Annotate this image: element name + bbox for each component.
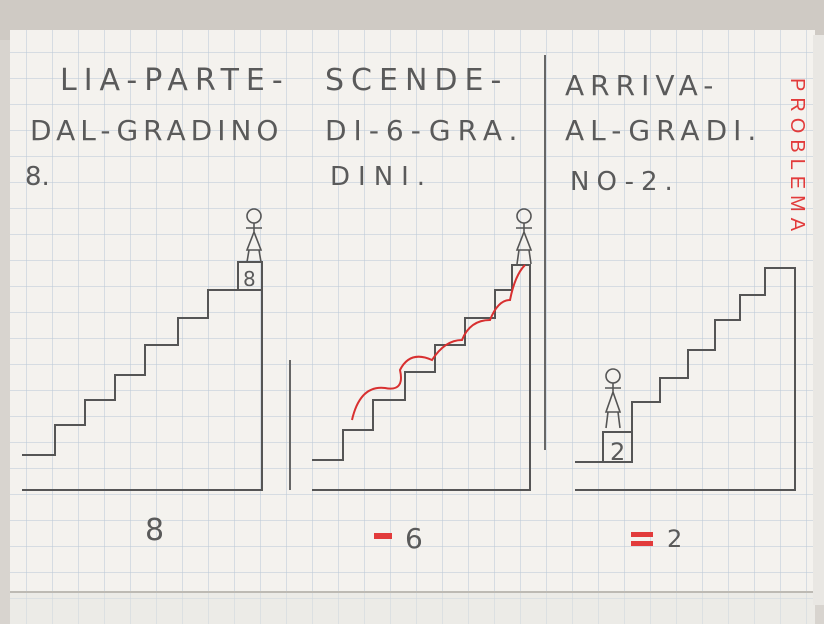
step-label-right: 2: [610, 438, 625, 466]
text-line-2c: AL-GRADI.: [565, 114, 762, 147]
text-line-3a: 8.: [25, 162, 50, 192]
text-line-2b: DI-6-GRA.: [325, 114, 524, 147]
step-label-left: 8: [243, 267, 256, 291]
number-2: 2: [667, 525, 682, 553]
minus-sign-red: [374, 533, 392, 539]
text-line-3c: NO-2.: [570, 167, 680, 197]
text-line-1b: SCENDE-: [325, 63, 508, 98]
text-line-1a: LIA-PARTE-: [60, 63, 290, 98]
number-6: 6: [405, 522, 423, 555]
text-line-2a: DAL-GRADINO: [30, 114, 283, 147]
title-problema: PROBLEMA: [786, 78, 808, 237]
text-line-3b: DINI.: [330, 162, 433, 192]
text-line-1c: ARRIVA-: [565, 69, 719, 102]
number-8: 8: [145, 513, 164, 548]
